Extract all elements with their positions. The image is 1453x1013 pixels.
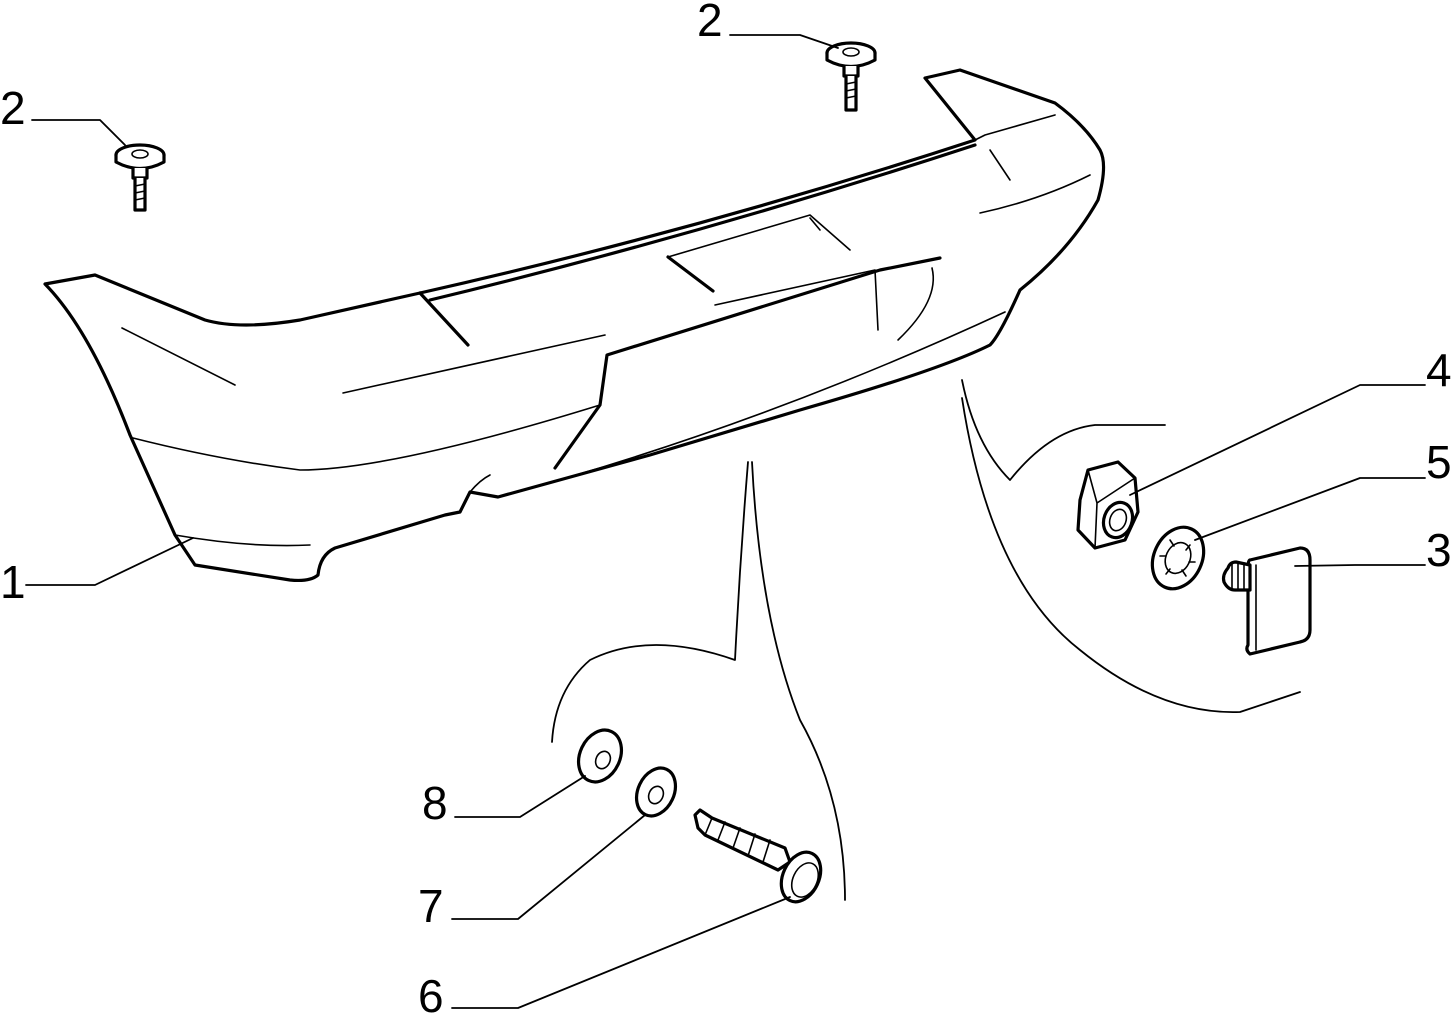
rear-bumper — [43, 68, 1106, 583]
leader-7 — [451, 814, 646, 920]
callout-8: 8 — [422, 777, 448, 829]
leader-2-top — [729, 34, 839, 49]
toothed-washer — [1150, 525, 1206, 591]
callout-5: 5 — [1426, 436, 1452, 488]
leader-5 — [1194, 477, 1426, 541]
callout-6: 6 — [418, 970, 444, 1013]
leader-4 — [1129, 384, 1426, 496]
callout-2-left: 2 — [0, 82, 26, 134]
callout-1: 1 — [0, 556, 26, 608]
callout-3: 3 — [1426, 524, 1452, 576]
leader-2-left — [31, 119, 126, 146]
leader-lines — [25, 34, 1426, 1009]
screw-left — [114, 143, 166, 212]
bolt — [693, 808, 823, 904]
detail-outline-right — [961, 379, 1301, 713]
plate-stud — [1221, 546, 1312, 656]
leader-1 — [25, 537, 194, 586]
hex-nut — [1076, 460, 1140, 550]
washer-small — [634, 766, 678, 818]
leader-3 — [1294, 564, 1426, 567]
callout-2-top: 2 — [697, 0, 723, 46]
callout-7: 7 — [418, 880, 444, 932]
detail-outline-bottom — [551, 461, 846, 901]
leader-8 — [454, 775, 586, 818]
callout-4: 4 — [1426, 344, 1452, 396]
leader-6 — [451, 896, 791, 1009]
screw-top — [825, 41, 877, 112]
washer-large — [576, 728, 624, 784]
